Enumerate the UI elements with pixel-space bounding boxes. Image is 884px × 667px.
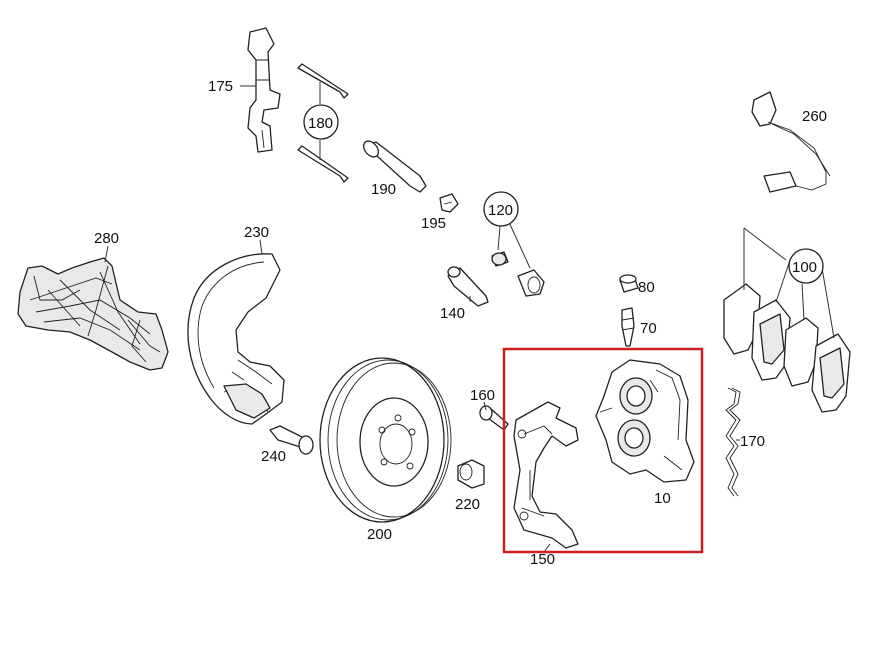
label-220: 220 [455, 496, 480, 513]
part-280-splash-guard[interactable] [17, 257, 169, 371]
callout-circle-100 [788, 248, 824, 284]
part-80-cap[interactable] [619, 274, 639, 293]
label-230: 230 [244, 224, 269, 241]
part-230-dust-shield[interactable] [187, 253, 285, 425]
leader-120-a [497, 225, 501, 251]
leader-230 [259, 239, 263, 255]
part-160-bolt[interactable] [479, 405, 509, 431]
callout-circle-180 [303, 104, 339, 140]
callout-circle-120 [483, 191, 519, 227]
label-80: 80 [638, 279, 655, 296]
leader-280 [104, 245, 109, 263]
leader-100-d [801, 283, 805, 321]
part-10-brake-caliper[interactable] [595, 359, 695, 483]
part-140-sleeve[interactable] [447, 266, 489, 307]
label-190: 190 [371, 181, 396, 198]
label-170: 170 [740, 433, 765, 450]
part-240-bolt[interactable] [269, 425, 314, 455]
label-10: 10 [654, 490, 671, 507]
leader-150 [543, 543, 551, 553]
part-175-retaining-clip[interactable] [247, 27, 281, 153]
label-175: 175 [208, 78, 233, 95]
part-260-wear-sensor[interactable] [751, 91, 831, 193]
highlight-box [502, 347, 704, 554]
part-70-bleeder-valve[interactable] [621, 307, 635, 347]
part-200-brake-disc[interactable] [319, 357, 452, 523]
part-190-guide-bolt[interactable] [361, 138, 427, 193]
label-195: 195 [421, 215, 446, 232]
leader-100-c [775, 259, 791, 303]
label-200: 200 [367, 526, 392, 543]
label-140: 140 [440, 305, 465, 322]
part-170-spring[interactable] [725, 387, 741, 497]
part-100-brake-pads[interactable] [723, 283, 851, 413]
label-260: 260 [802, 108, 827, 125]
part-220-nut[interactable] [457, 459, 485, 489]
label-70: 70 [640, 320, 657, 337]
leader-160 [483, 401, 487, 411]
part-180-guide-pins[interactable] [297, 63, 349, 183]
label-160: 160 [470, 387, 495, 404]
leader-100-e [821, 267, 835, 339]
label-150: 150 [530, 551, 555, 568]
part-120-bushings[interactable] [491, 251, 545, 297]
label-180: 180 [308, 115, 333, 132]
label-240: 240 [261, 448, 286, 465]
label-280: 280 [94, 230, 119, 247]
label-100: 100 [792, 259, 817, 276]
leader-100-a [743, 227, 787, 261]
part-150-caliper-bracket[interactable] [513, 401, 579, 549]
part-195-screw[interactable] [439, 193, 459, 213]
label-120: 120 [488, 202, 513, 219]
leader-120-b [507, 219, 531, 269]
